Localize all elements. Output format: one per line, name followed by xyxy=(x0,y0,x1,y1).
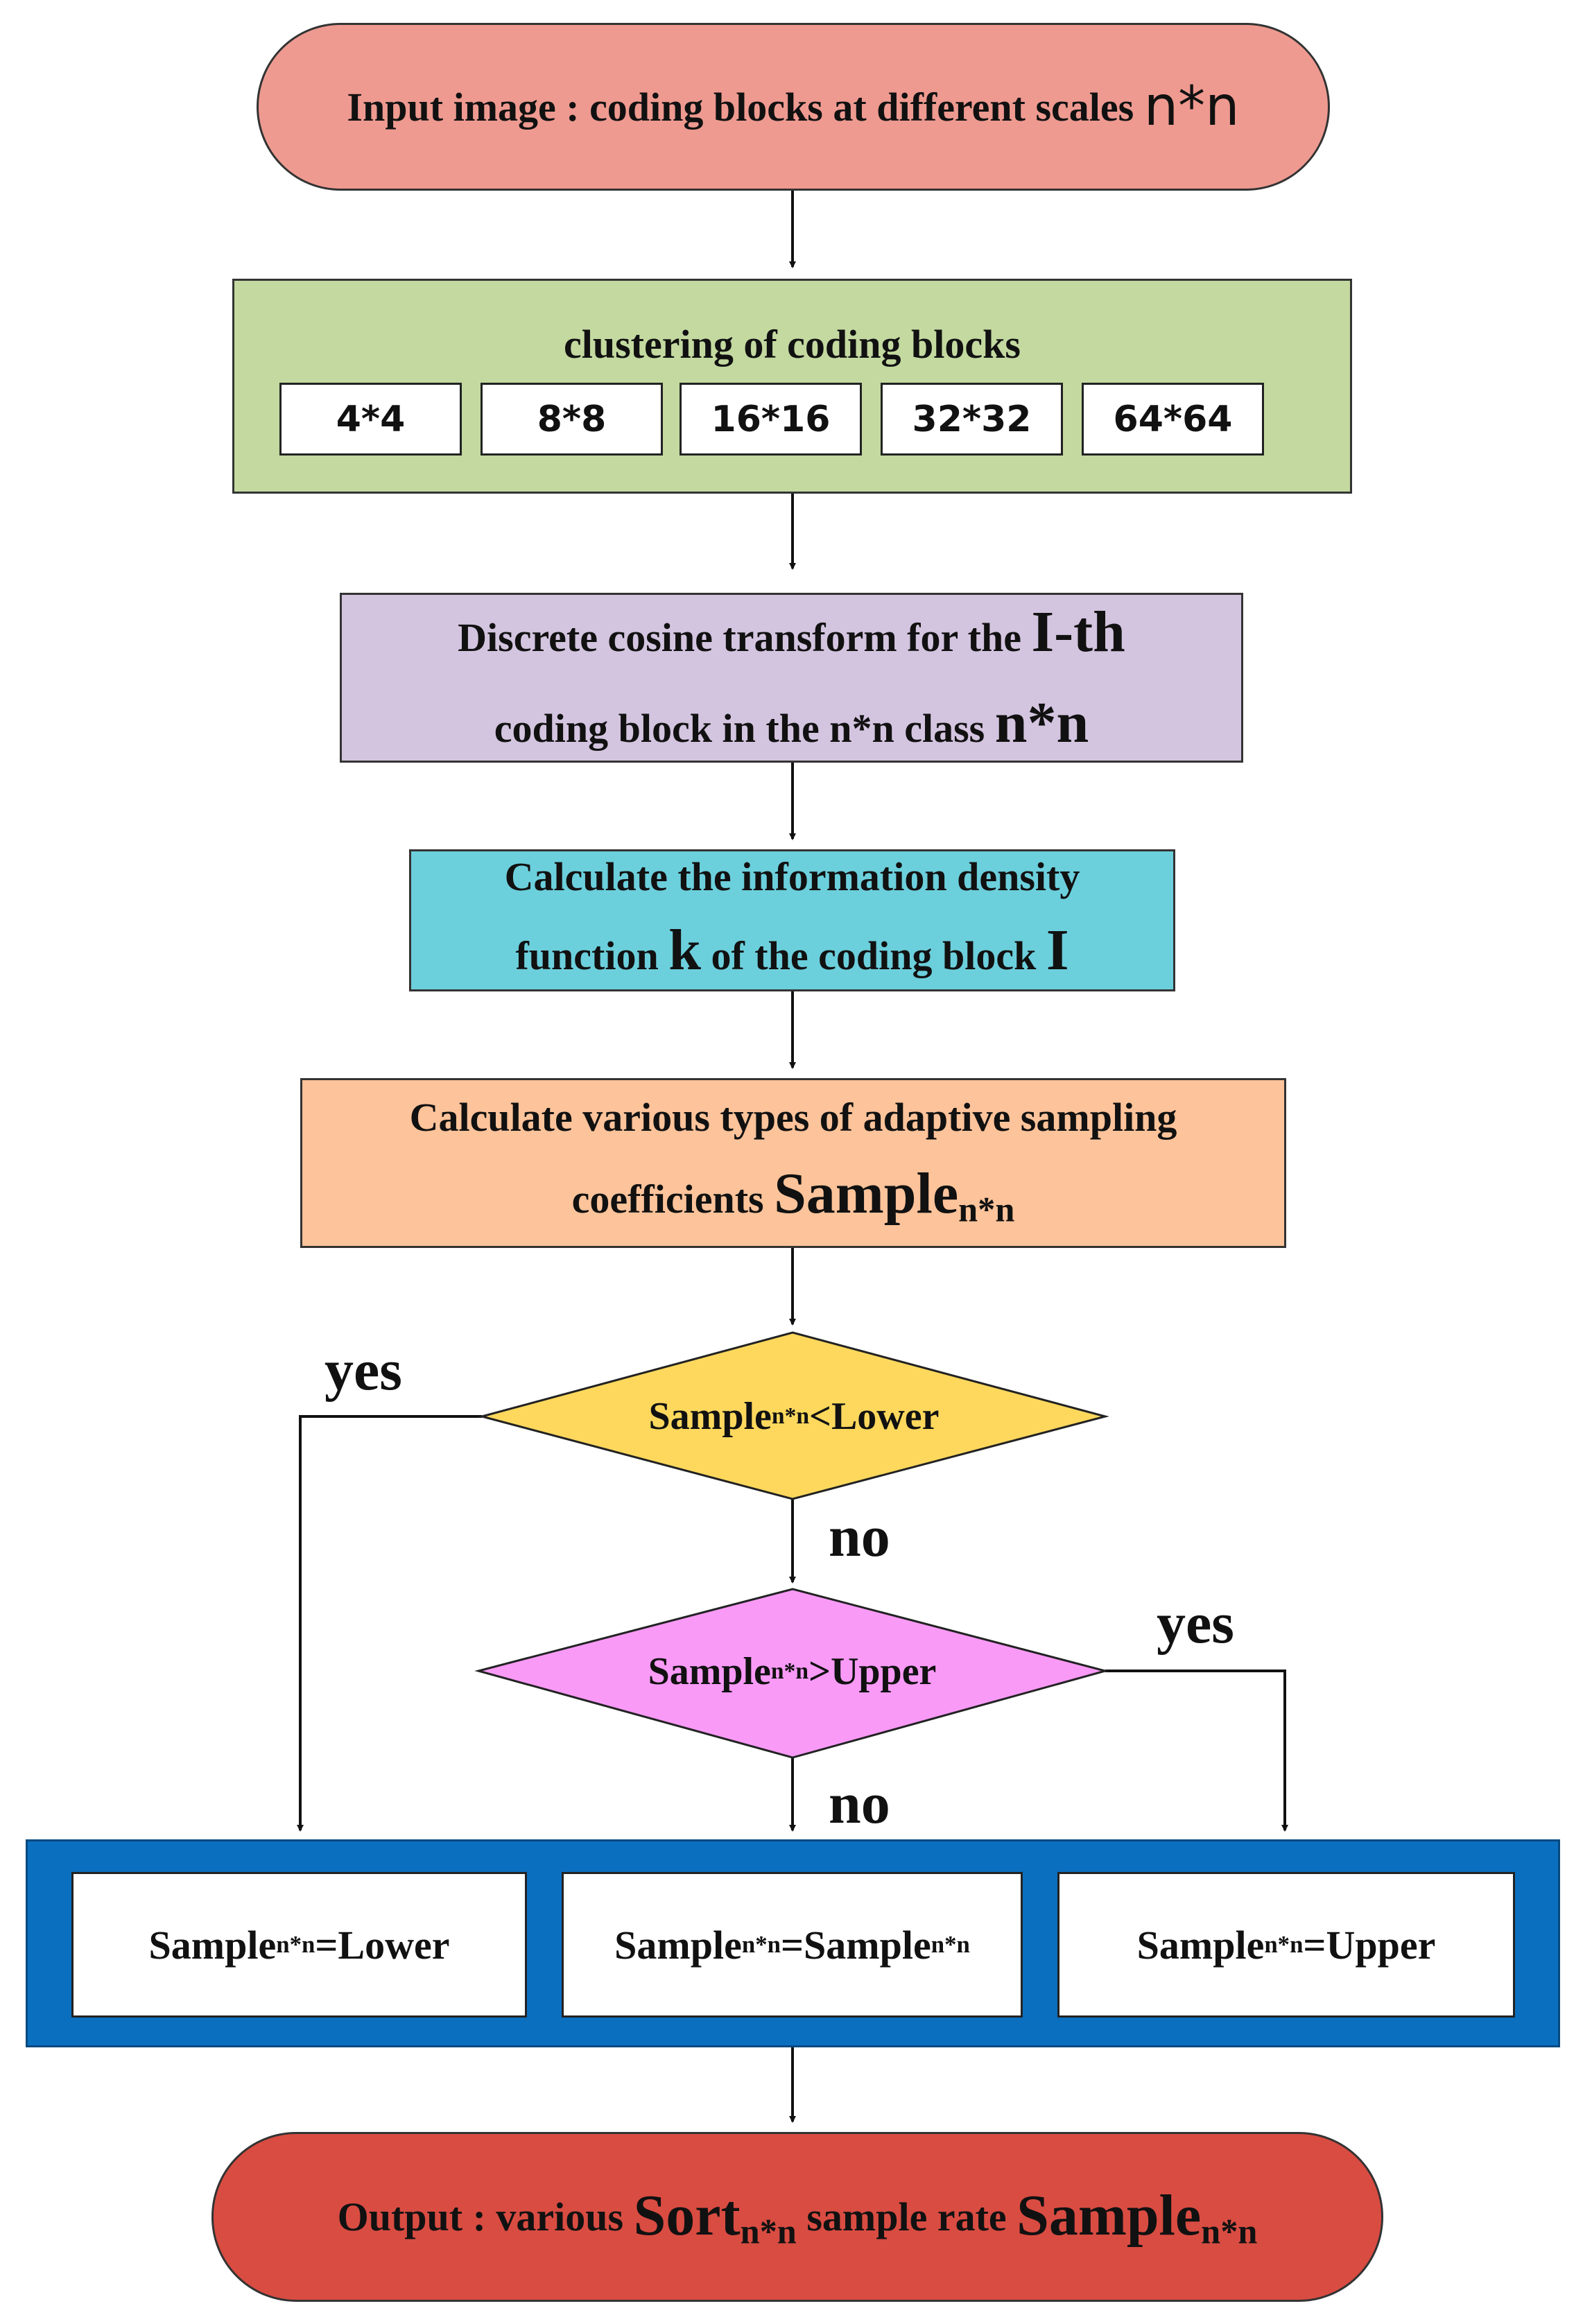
input-formula: n*n xyxy=(1143,76,1240,138)
output-terminal: Output : various Sortn*n sample rate Sam… xyxy=(211,2132,1383,2302)
density-var-i: I xyxy=(1046,918,1069,982)
arrow-upper-yes-path xyxy=(1105,1670,1288,1832)
density-box: Calculate the information density functi… xyxy=(409,849,1175,991)
decision-upper-diamond xyxy=(474,1588,1109,1759)
density-line2b: of the coding block xyxy=(711,933,1037,978)
block-size-4: 4*4 xyxy=(279,383,462,456)
label-no-2: no xyxy=(829,1771,890,1836)
coeff-box: Calculate various types of adaptive samp… xyxy=(300,1078,1286,1248)
block-size-64: 64*64 xyxy=(1082,383,1264,456)
output-middle: sample rate xyxy=(806,2194,1007,2239)
dct-var-nn: n*n xyxy=(994,690,1089,755)
output-prefix: Output : various xyxy=(337,2194,624,2239)
density-line1: Calculate the information density xyxy=(504,854,1080,899)
input-terminal: Input image : coding blocks at different… xyxy=(257,23,1330,191)
coeff-line2: coefficients xyxy=(571,1177,764,1222)
dct-box: Discrete cosine transform for the I-th c… xyxy=(340,593,1243,763)
coeff-line1: Calculate various types of adaptive samp… xyxy=(409,1095,1177,1141)
label-yes-right: yes xyxy=(1157,1591,1234,1656)
block-size-16: 16*16 xyxy=(680,383,862,456)
arrow-lower-yes-path xyxy=(297,1415,482,1832)
output-sort: Sortn*n xyxy=(633,2183,797,2251)
clustering-title: clustering of coding blocks xyxy=(564,322,1021,367)
dct-var-ith: I-th xyxy=(1031,600,1125,665)
density-line2a: function xyxy=(515,933,659,978)
dct-line2: coding block in the n*n class xyxy=(494,705,985,751)
input-text: Input image : coding blocks at different… xyxy=(347,84,1134,130)
output-sample: Samplen*n xyxy=(1016,2183,1258,2251)
block-size-8: 8*8 xyxy=(481,383,663,456)
decision-lower-diamond xyxy=(478,1331,1109,1500)
label-no-1: no xyxy=(829,1504,890,1569)
dct-line1: Discrete cosine transform for the xyxy=(458,615,1021,661)
block-size-32: 32*32 xyxy=(881,383,1063,456)
label-yes-left: yes xyxy=(325,1338,402,1403)
coeff-var: Samplen*n xyxy=(774,1161,1015,1229)
density-var-k: k xyxy=(668,918,701,982)
